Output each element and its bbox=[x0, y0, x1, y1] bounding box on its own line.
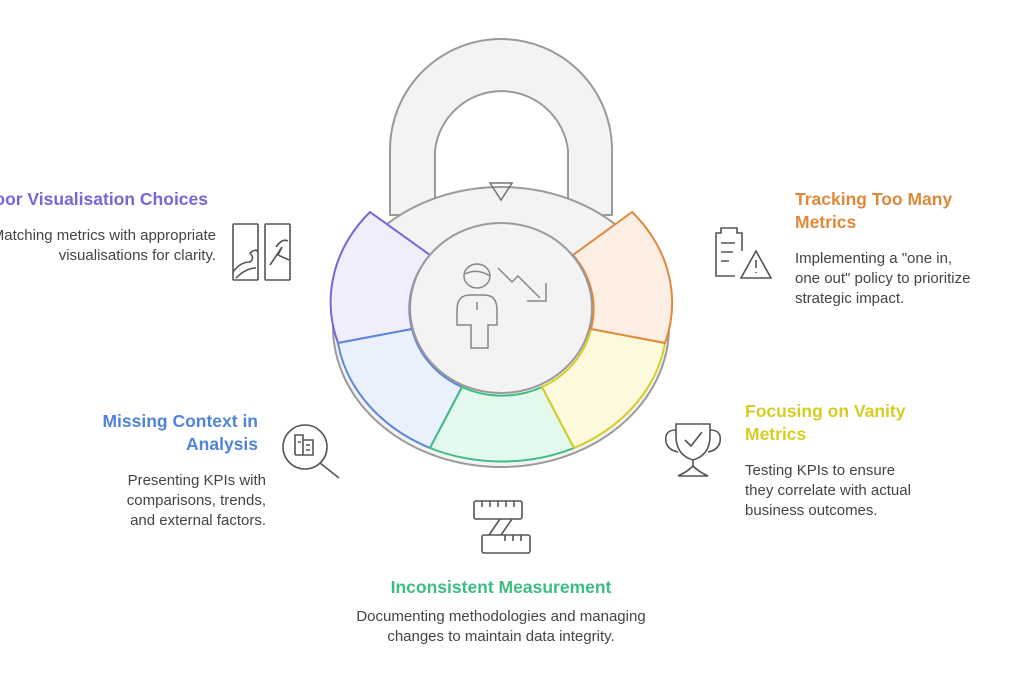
item-title: Focusing on Vanity Metrics bbox=[745, 401, 906, 444]
item-missing-context: Missing Context in Analysis Presenting K… bbox=[0, 410, 266, 531]
triangle-down-icon bbox=[488, 182, 514, 202]
person-declining-chart-icon bbox=[456, 263, 547, 349]
measuring-tape-icon bbox=[473, 500, 531, 554]
lock-center bbox=[409, 222, 593, 394]
item-title: Tracking Too Many Metrics bbox=[795, 189, 953, 232]
item-inconsistent-measurement: Inconsistent Measurement Documenting met… bbox=[326, 576, 676, 647]
chart-panels-icon bbox=[232, 223, 291, 281]
item-poor-visualisation: Poor Visualisation Choices Matching metr… bbox=[0, 188, 216, 266]
item-description: Implementing a "one in, one out" policy … bbox=[795, 250, 971, 307]
segment-too-many-metrics[interactable] bbox=[571, 210, 674, 345]
item-title: Poor Visualisation Choices bbox=[0, 189, 208, 209]
item-vanity-metrics: Focusing on Vanity Metrics Testing KPIs … bbox=[745, 400, 925, 521]
trophy-check-icon bbox=[664, 423, 722, 477]
item-description: Matching metrics with appropriate visual… bbox=[0, 227, 216, 264]
magnifier-document-icon bbox=[282, 424, 340, 479]
item-title: Missing Context in Analysis bbox=[102, 411, 258, 454]
item-description: Documenting methodologies and managing c… bbox=[356, 608, 646, 645]
item-description: Presenting KPIs with comparisons, trends… bbox=[126, 472, 266, 529]
segment-missing-context[interactable] bbox=[336, 327, 464, 450]
clipboard-warning-icon bbox=[715, 227, 773, 279]
item-too-many-metrics: Tracking Too Many Metrics Implementing a… bbox=[795, 188, 975, 309]
item-title: Inconsistent Measurement bbox=[390, 577, 612, 597]
lock-shackle bbox=[389, 38, 613, 216]
item-description: Testing KPIs to ensure they correlate wi… bbox=[745, 462, 911, 519]
